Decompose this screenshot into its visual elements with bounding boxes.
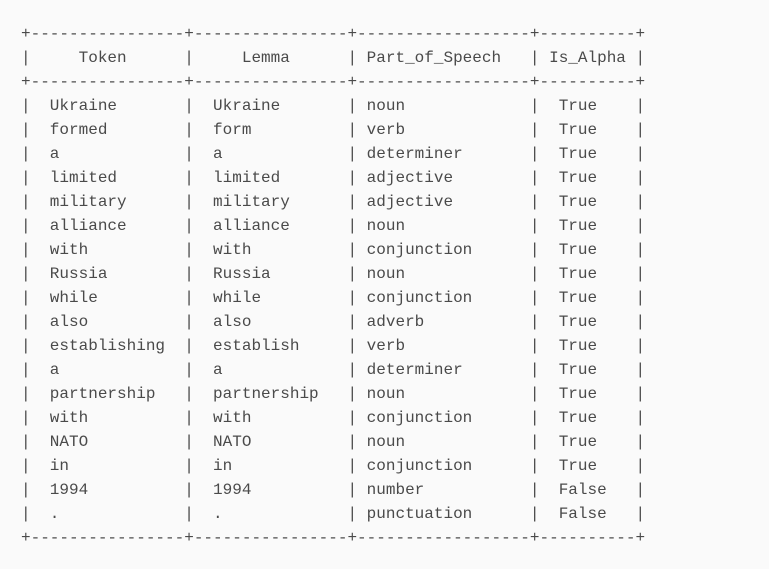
table-row: | establishing | establish | verb | True… — [21, 337, 646, 355]
table-row: | a | a | determiner | True | — [21, 361, 646, 379]
table-row: | military | military | adjective | True… — [21, 193, 646, 211]
table-row: | also | also | adverb | True | — [21, 313, 646, 331]
table-border-bottom: +----------------+----------------+-----… — [21, 529, 646, 547]
table-row: | while | while | conjunction | True | — [21, 289, 646, 307]
table-row: | with | with | conjunction | True | — [21, 409, 646, 427]
table-border-header: +----------------+----------------+-----… — [21, 73, 646, 91]
table-row: | partnership | partnership | noun | Tru… — [21, 385, 646, 403]
table-border-top: +----------------+----------------+-----… — [21, 25, 646, 43]
table-row: | NATO | NATO | noun | True | — [21, 433, 646, 451]
table-row: | limited | limited | adjective | True | — [21, 169, 646, 187]
table-row: | Russia | Russia | noun | True | — [21, 265, 646, 283]
table-row: | in | in | conjunction | True | — [21, 457, 646, 475]
table-row: | 1994 | 1994 | number | False | — [21, 481, 646, 499]
table-row: | alliance | alliance | noun | True | — [21, 217, 646, 235]
table-row: | Ukraine | Ukraine | noun | True | — [21, 97, 646, 115]
table-row: | with | with | conjunction | True | — [21, 241, 646, 259]
table-row: | . | . | punctuation | False | — [21, 505, 646, 523]
ascii-token-table: +----------------+----------------+-----… — [21, 22, 645, 550]
table-header-row: | Token | Lemma | Part_of_Speech | Is_Al… — [21, 49, 646, 67]
table-row: | formed | form | verb | True | — [21, 121, 646, 139]
table-row: | a | a | determiner | True | — [21, 145, 646, 163]
